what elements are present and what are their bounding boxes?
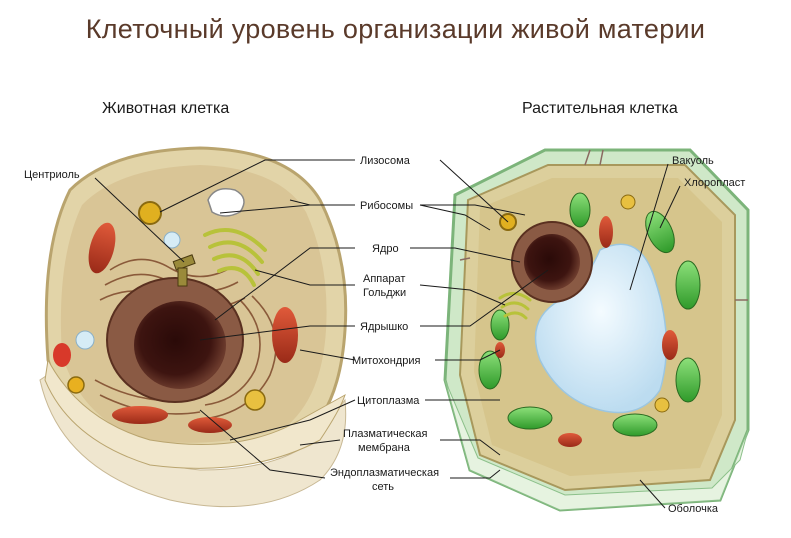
mitochondrion-animal	[112, 406, 168, 424]
vesicle-icon	[620, 194, 636, 210]
label-chloroplast: Хлоропласт	[684, 177, 745, 189]
leader-lines	[94, 159, 681, 509]
vesicle-icon	[67, 376, 85, 394]
label-golgi-line1: Аппарат	[363, 273, 405, 285]
nucleolus-plant	[524, 234, 580, 290]
mitochondrion-plant	[599, 216, 613, 248]
lysosome-animal	[138, 201, 162, 225]
plant-cell-base	[444, 379, 749, 511]
label-nucleus: Ядро	[372, 243, 399, 255]
label-mitochondria: Митохондрия	[352, 355, 420, 367]
nucleolus-animal	[134, 301, 226, 389]
vesicle-icon	[75, 330, 95, 350]
chloroplast	[507, 406, 553, 430]
centriole-animal	[172, 254, 196, 271]
mitochondrion-plant	[558, 433, 582, 447]
plant-cell-title: Растительная клетка	[522, 100, 678, 117]
label-golgi-line2: Гольджи	[363, 287, 406, 299]
label-vacuole: Вакуоль	[672, 155, 714, 167]
chloroplast	[675, 357, 701, 403]
plant-cell	[443, 148, 750, 512]
chloroplast	[478, 350, 502, 390]
chloroplast	[569, 192, 591, 228]
vacuole-animal	[207, 188, 245, 217]
mitochondrion-animal	[53, 343, 71, 367]
mitochondrion-animal	[188, 417, 232, 433]
vesicle-icon	[654, 397, 670, 413]
plasmodesmata	[459, 149, 748, 301]
label-er-line2: сеть	[372, 481, 394, 493]
label-plasma-membrane-line2: мембрана	[358, 442, 411, 454]
chloroplast	[612, 413, 658, 437]
label-ribosomes: Рибосомы	[360, 200, 413, 212]
label-nucleolus: Ядрышко	[360, 321, 408, 333]
label-centriole: Центриоль	[24, 169, 80, 181]
label-lysosome: Лизосома	[360, 155, 411, 167]
vesicle-icon	[244, 389, 266, 411]
mitochondrion-animal	[272, 307, 298, 363]
label-plasma-membrane-line1: Плазматическая	[343, 428, 428, 440]
diagram-title: Клеточный уровень организации живой мате…	[85, 14, 706, 44]
label-er-line1: Эндоплазматическая	[330, 467, 439, 479]
golgi-apparatus-animal	[203, 228, 267, 287]
chloroplast	[645, 210, 675, 254]
animal-cell	[39, 146, 348, 508]
chloroplast	[675, 260, 701, 310]
animal-cell-title: Животная клетка	[102, 100, 230, 117]
mitochondrion-plant	[662, 330, 678, 360]
label-cytoplasm: Цитоплазма	[357, 395, 420, 407]
centriole-animal	[177, 267, 188, 287]
vesicle-icon	[163, 231, 181, 249]
chloroplast	[490, 309, 510, 341]
label-cell-wall: Оболочка	[668, 503, 719, 515]
mitochondrion-animal	[88, 222, 116, 274]
animal-cut-face	[44, 358, 346, 469]
